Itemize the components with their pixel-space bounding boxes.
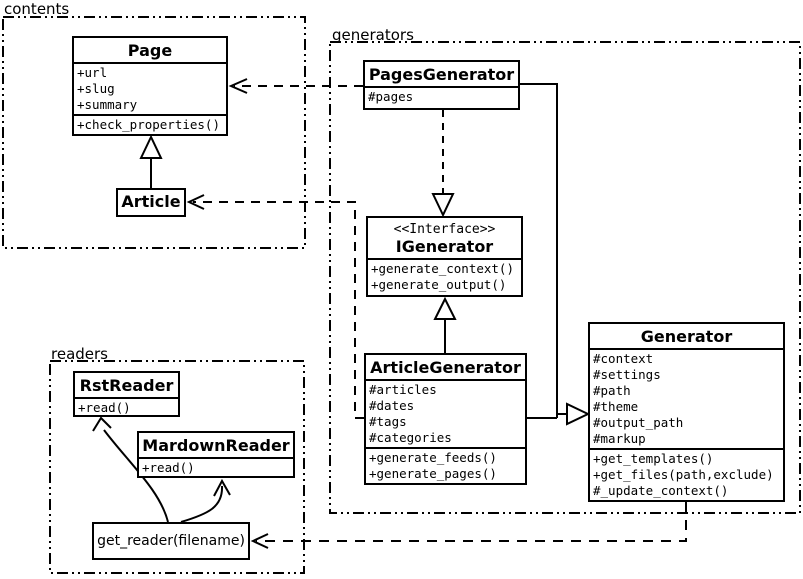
method: +get_templates()	[593, 451, 714, 466]
node-get-reader-label: get_reader(filename)	[97, 533, 245, 549]
class-igenerator: <<Interface>> IGenerator +generate_conte…	[366, 216, 523, 297]
class-articlegenerator-title: ArticleGenerator	[370, 358, 521, 377]
class-igenerator-title: IGenerator	[395, 237, 494, 256]
class-mardownreader: MardownReader +read()	[137, 431, 295, 478]
dependency-arrow-pagesgenerator-to-page	[228, 78, 363, 94]
method: +check_properties()	[77, 117, 220, 132]
package-label-generators: generators	[332, 26, 414, 44]
method: +generate_context()	[371, 261, 514, 276]
curved-arrow-getreader-to-mardownreader	[180, 478, 231, 523]
package-generators-border	[329, 41, 801, 514]
class-generator: Generator #context #settings #path #them…	[588, 322, 785, 502]
attribute: +slug	[77, 81, 115, 96]
method: +read()	[142, 460, 195, 475]
attribute: #context	[593, 351, 654, 366]
class-rstreader-title: RstReader	[79, 376, 174, 395]
realization-arrow-pagesgenerator-to-igenerator	[431, 110, 455, 218]
method: +get_files(path,exclude)	[593, 467, 774, 482]
attribute: #output_path	[593, 415, 684, 430]
class-mardownreader-title: MardownReader	[142, 436, 290, 455]
class-page: Page +url +slug +summary +check_properti…	[72, 36, 228, 136]
package-label-contents: contents	[4, 0, 70, 18]
attribute: #articles	[369, 382, 437, 397]
method: +generate_feeds()	[369, 450, 497, 465]
class-igenerator-stereotype: <<Interface>>	[393, 222, 496, 237]
class-articlegenerator: ArticleGenerator #articles #dates #tags …	[364, 353, 527, 485]
attribute: +summary	[77, 97, 138, 112]
class-pagesgenerator-title: PagesGenerator	[368, 65, 515, 84]
class-generator-methods: +get_templates() +get_files(path,exclude…	[590, 448, 783, 500]
class-igenerator-methods: +generate_context() +generate_output()	[368, 258, 521, 294]
class-generator-title: Generator	[640, 327, 733, 346]
attribute: +url	[77, 65, 108, 80]
class-rstreader-methods: +read()	[75, 397, 178, 415]
method: +read()	[78, 400, 131, 415]
attribute: #categories	[369, 430, 452, 445]
class-page-title: Page	[127, 41, 173, 60]
attribute: #settings	[593, 367, 661, 382]
inheritance-arrow-generators-to-generator	[520, 83, 591, 426]
class-page-attributes: +url +slug +summary	[74, 62, 226, 114]
attribute: #theme	[593, 399, 639, 414]
class-page-methods: +check_properties()	[74, 114, 226, 134]
realization-arrow-articlegenerator-to-igenerator	[433, 296, 457, 353]
attribute: #dates	[369, 398, 415, 413]
class-article: Article	[116, 188, 186, 217]
method: +generate_pages()	[369, 466, 497, 481]
class-article-title: Article	[121, 192, 181, 211]
class-generator-attributes: #context #settings #path #theme #output_…	[590, 348, 783, 448]
class-articlegenerator-methods: +generate_feeds() +generate_pages()	[366, 447, 525, 483]
class-rstreader: RstReader +read()	[73, 371, 180, 417]
package-contents-border	[2, 16, 306, 249]
class-pagesgenerator-attributes: #pages	[365, 86, 518, 106]
node-get-reader: get_reader(filename)	[92, 522, 250, 560]
package-label-readers: readers	[51, 345, 108, 363]
attribute: #tags	[369, 414, 407, 429]
attribute: #pages	[368, 89, 414, 104]
class-pagesgenerator: PagesGenerator #pages	[363, 60, 520, 110]
class-mardownreader-methods: +read()	[139, 457, 293, 476]
method: #_update_context()	[593, 483, 729, 498]
attribute: #markup	[593, 431, 646, 446]
dependency-arrow-articlegenerator-to-article	[186, 194, 364, 419]
package-readers-border	[49, 360, 305, 574]
method: +generate_output()	[371, 277, 507, 292]
dependency-arrow-generator-to-getreader	[250, 502, 687, 549]
class-articlegenerator-attributes: #articles #dates #tags #categories	[366, 379, 525, 447]
attribute: #path	[593, 383, 631, 398]
